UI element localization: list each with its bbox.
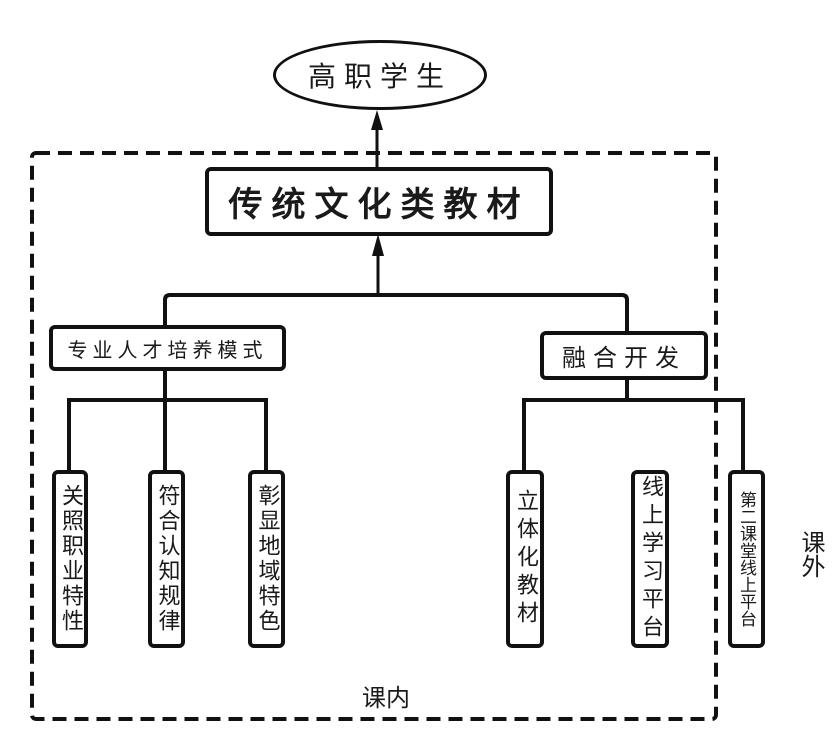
main-label: 传统文化类教材 (228, 185, 530, 225)
root-node: 高职学生 (273, 40, 487, 110)
main-node: 传统文化类教材 (205, 167, 553, 236)
branch-node-talent-model: 专业人才培养模式 (49, 325, 286, 371)
branch-label: 融合开发 (562, 344, 686, 372)
region-label-inside: 课内 (362, 684, 410, 712)
arrowhead-root (371, 110, 383, 130)
leaf-label: 线上学习平台 (638, 475, 663, 643)
leaf-node: 第二课堂线上平台 (728, 470, 765, 648)
leaf-node: 立体化教材 (506, 470, 544, 648)
leaf-node: 符合认知规律 (148, 470, 185, 648)
right-children-bar (522, 398, 745, 472)
branch-bar (163, 293, 629, 333)
leaf-label: 彰显地域特色 (254, 484, 280, 634)
leaf-node: 关照职业特性 (52, 470, 88, 648)
leaf-label: 符合认知规律 (154, 484, 180, 634)
left-children-bar (67, 398, 268, 472)
arrowhead-main (372, 234, 384, 256)
root-label: 高职学生 (307, 60, 452, 93)
leaf-label: 立体化教材 (513, 489, 538, 629)
region-label-outside: 课外 (797, 530, 825, 578)
leaf-node: 线上学习平台 (631, 470, 669, 648)
leaf-label: 第二课堂线上平台 (736, 491, 756, 627)
branch-node-integrated-dev: 融合开发 (540, 331, 708, 380)
in-class-boundary (30, 151, 718, 721)
leaf-label: 关照职业特性 (58, 484, 83, 634)
branch-label: 专业人才培养模式 (67, 337, 268, 362)
leaf-node: 彰显地域特色 (248, 470, 285, 648)
